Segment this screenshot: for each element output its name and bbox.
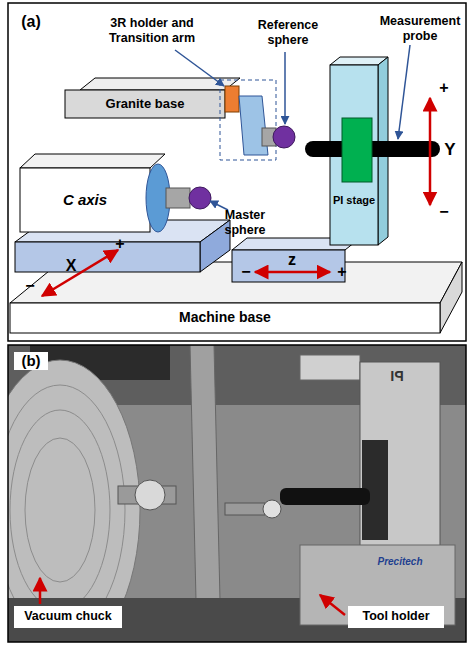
label-box: Tool holder [348,606,444,628]
pi-stage-box: PI stage [326,188,382,212]
part-label: X [62,256,80,275]
part-label: − [436,202,452,221]
label-box: Vacuum chuck [14,606,122,628]
measurement-probe [280,488,370,505]
holder-dashed-box [220,80,276,160]
reference-sphere [263,500,281,518]
node-text: Granite base [106,97,185,111]
part-label: z [284,250,300,269]
panel-label: (b) [14,352,48,370]
pi-stage [360,362,440,552]
part-label: Master sphere [210,208,280,238]
part-label: + [334,262,350,281]
chuck-groove [8,385,125,635]
leader-line [284,52,286,124]
photo [8,345,466,642]
part-label: + [112,234,128,253]
leader-line [398,45,410,139]
granite-front [65,90,225,118]
master-sphere [135,480,165,510]
part-label: − [238,262,254,281]
node-text: PI stage [333,194,375,206]
panel-frame [8,3,466,341]
master-sphere [189,187,211,209]
part-label: 3R holder and Transition arm [92,16,212,46]
machine-base-box: Machine base [10,303,440,333]
chuck-groove [25,438,95,582]
machine-base-side [440,262,462,333]
arm-stem [225,503,265,515]
machine-base-front [10,303,440,333]
part-label: Reference sphere [248,18,328,48]
z-axis-arrow [255,271,330,274]
pointer-arrow [320,595,345,615]
granite-base-box: Granite base [65,90,225,118]
panel-frame [8,345,466,642]
x-axis-arrow [42,250,118,296]
part-label: PI [382,368,412,385]
sphere-stem [166,188,190,208]
leader-line [175,50,224,86]
part-label: Precitech [360,556,440,568]
part-label: Measurement probe [372,14,468,44]
node-text: Tool holder [362,610,429,624]
node-text: Vacuum chuck [24,610,112,624]
part-label: + [436,78,452,97]
c-axis-box: C axis [20,168,150,232]
part-label: − [22,276,38,295]
y-axis-arrow [429,98,432,205]
c-axis-top [20,154,165,168]
panel-label: (a) [14,12,48,31]
3r-holder [225,86,239,112]
chuck-groove [10,410,110,610]
node-text: Machine base [179,310,271,325]
z-slide-front [232,250,345,282]
probe-clamp [342,118,372,182]
reference-sphere [273,126,295,148]
node-text: C axis [63,192,107,209]
part-label: Y [440,140,460,160]
holder-plate [190,345,220,600]
cable-connector [300,355,360,380]
c-axis-front [20,168,150,232]
pointer-arrow [39,578,42,604]
